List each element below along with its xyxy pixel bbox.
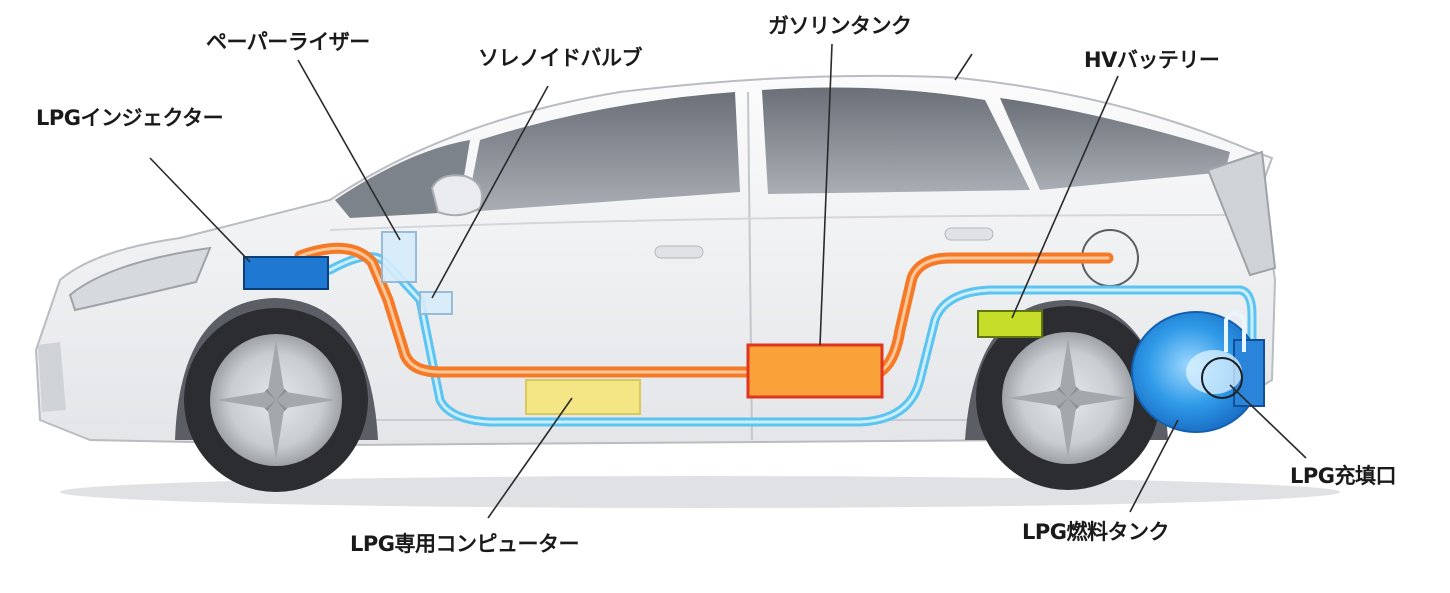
front-wheel xyxy=(184,308,368,492)
front-door-window xyxy=(466,92,740,212)
lpg-injector-box xyxy=(243,256,329,290)
side-mirror xyxy=(430,174,484,217)
rear-wheel xyxy=(976,306,1160,490)
headlight xyxy=(68,246,212,312)
leader-lpg-fuel-tank xyxy=(1129,419,1179,513)
leader-lines xyxy=(149,43,1307,519)
gasoline-tank-box xyxy=(746,343,884,399)
rear-door-handle xyxy=(944,227,994,241)
leader-gasoline-tank xyxy=(819,43,833,346)
leader-lpg-filler xyxy=(1229,384,1307,459)
ground-shadow xyxy=(60,476,1340,508)
label-solenoid-valve: ソレノイドバルブ xyxy=(478,46,643,70)
rear-window xyxy=(1000,98,1230,190)
leader-lpg-injector xyxy=(149,157,251,263)
label-gasoline-tank: ガソリンタンク xyxy=(768,14,912,38)
leader-paper-riser xyxy=(297,59,401,241)
label-lpg-filler: LPG充填口 xyxy=(1290,464,1397,488)
lpg-filler-circle xyxy=(1201,357,1243,399)
solenoid-valve-box xyxy=(419,291,453,315)
leader-lpg-computer xyxy=(487,397,573,519)
lpg-computer-box xyxy=(525,379,641,415)
lpg-fuel-tank xyxy=(1131,311,1265,433)
tail-light xyxy=(1206,150,1277,277)
leader-solenoid-valve xyxy=(431,85,549,299)
label-paper-riser: ペーパーライザー xyxy=(206,30,370,54)
shoulder-line xyxy=(329,214,1241,231)
gasoline-fuel-line-highlight xyxy=(298,246,1110,374)
label-hv-battery: HVバッテリー xyxy=(1084,48,1220,72)
paper-riser-box xyxy=(381,231,417,283)
front-grille xyxy=(38,342,66,412)
label-lpg-fuel-tank: LPG燃料タンク xyxy=(1022,520,1170,544)
label-lpg-computer: LPG専用コンピューター xyxy=(350,532,580,556)
leader-roof xyxy=(954,53,973,81)
leader-hv-battery xyxy=(1011,75,1119,319)
label-lpg-injector: LPGインジェクター xyxy=(36,106,224,130)
front-door-handle xyxy=(654,245,704,259)
hv-battery-box xyxy=(977,310,1043,338)
